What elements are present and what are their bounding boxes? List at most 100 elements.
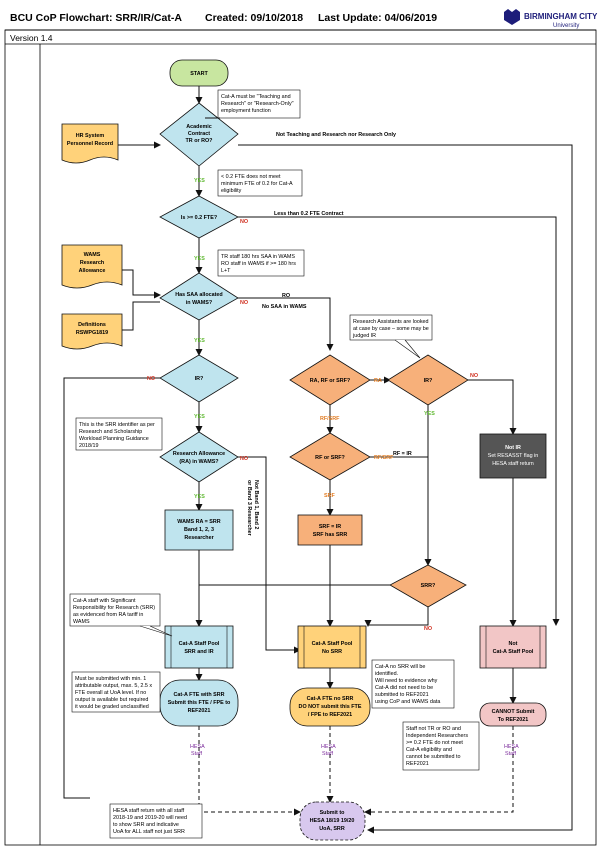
svg-text:2018-19 and 2019-20 will need: 2018-19 and 2019-20 will need xyxy=(113,815,187,821)
not-ir-box: Not IR Set RESASST flag in HESA staff re… xyxy=(479,433,547,479)
edge-label-yes-4: YES xyxy=(194,414,205,420)
definitions-document: Definitions RSWPG1819 xyxy=(61,313,123,350)
svg-text:Cat-A Staff Pool: Cat-A Staff Pool xyxy=(312,641,353,647)
svg-text:Cat-A FTE no SRR: Cat-A FTE no SRR xyxy=(307,696,354,702)
ir-decision-mid: IR? xyxy=(387,354,469,406)
svg-text:Cat-A no SRR will be: Cat-A no SRR will be xyxy=(375,664,425,670)
hesa-label-3a: HESA xyxy=(504,744,519,750)
ra-decision: Research Allowance (RA) in WAMS? xyxy=(159,431,239,483)
hr-system-document: HR System Personnel Record xyxy=(61,123,119,164)
version-label: Version 1.4 xyxy=(10,33,53,43)
cannot-submit: CANNOT Submit To REF2021 xyxy=(479,702,547,727)
wams-allowance-document: WAMS Research Allowance xyxy=(61,244,123,289)
svg-text:HESA 18/19 19/20: HESA 18/19 19/20 xyxy=(310,818,355,824)
logo-text: BIRMINGHAM CITY xyxy=(524,12,598,21)
svg-text:Submit this FTE / FPE to: Submit this FTE / FPE to xyxy=(168,700,231,706)
edge-label-rf: RF/SRF xyxy=(374,455,394,461)
svg-text:Not IR: Not IR xyxy=(505,445,521,451)
page-title: BCU CoP Flowchart: SRR/IR/Cat-A xyxy=(10,12,182,24)
updated-date: Last Update: 04/06/2019 xyxy=(318,12,437,24)
svg-text:Submit to: Submit to xyxy=(320,810,346,816)
svg-text:START: START xyxy=(190,71,208,77)
svg-text:< 0.2 FTE does not meet: < 0.2 FTE does not meet xyxy=(221,174,281,180)
university-logo: BIRMINGHAM CITY University xyxy=(504,9,598,29)
svg-text:Is >= 0.2 FTE?: Is >= 0.2 FTE? xyxy=(181,215,217,221)
svg-text:To REF2021: To REF2021 xyxy=(498,717,528,723)
svg-text:HESA staff return: HESA staff return xyxy=(492,461,534,467)
note-hesa-return: HESA staff return with all staff 2018-19… xyxy=(109,803,203,839)
edge-label-yes-3: YES xyxy=(194,338,205,344)
svg-text:/ FPE to REF2021: / FPE to REF2021 xyxy=(308,712,352,718)
svg-text:Workload Planning Guidance: Workload Planning Guidance xyxy=(79,436,149,442)
svg-text:UoA for ALL staff not just SRR: UoA for ALL staff not just SRR xyxy=(113,829,185,835)
created-date: Created: 09/10/2018 xyxy=(205,12,303,24)
svg-text:Research" or "Research-Only": Research" or "Research-Only" xyxy=(221,101,294,107)
hesa-label-3b: Staff xyxy=(505,751,516,757)
logo-crest-icon xyxy=(504,9,520,25)
edge-label-not-band: Not Band 1, Band 2 or Band 3 Researcher xyxy=(246,480,259,537)
note-ra-case: Research Assistants are looked at case b… xyxy=(349,314,433,359)
submit-hesa: Submit to HESA 18/19 19/20 UoA, SRR xyxy=(299,801,366,841)
svg-text:Set RESASST flag in: Set RESASST flag in xyxy=(488,453,539,459)
svg-text:employment function: employment function xyxy=(221,108,271,114)
svg-text:Independent Researchers: Independent Researchers xyxy=(406,733,468,739)
svg-text:Cat-A must be "Teaching and: Cat-A must be "Teaching and xyxy=(221,94,291,100)
edge-label-no-3: NO xyxy=(147,376,155,382)
svg-text:TR staff 180 hrs SAA in WAMS: TR staff 180 hrs SAA in WAMS xyxy=(221,254,295,260)
edge-label-no-saa: No SAA in WAMS xyxy=(262,304,307,310)
edge-label-not-tr-ro: Not Teaching and Research nor Research O… xyxy=(276,132,396,138)
svg-text:Band 1, 2, 3: Band 1, 2, 3 xyxy=(184,527,214,533)
svg-text:as evidenced from RA tariff in: as evidenced from RA tariff in xyxy=(73,612,143,618)
svg-text:output is available but requi: output is available but required xyxy=(75,697,148,703)
svg-text:RF or SRF?: RF or SRF? xyxy=(315,455,345,461)
svg-text:to show SRR and indicative: to show SRR and indicative xyxy=(113,822,179,828)
fte-decision: Is >= 0.2 FTE? xyxy=(159,195,239,239)
note-sig-resp: Cat-A staff with Significant Responsibil… xyxy=(69,593,173,637)
svg-text:IR?: IR? xyxy=(195,376,204,382)
svg-text:Cat-A eligibility and: Cat-A eligibility and xyxy=(406,747,452,753)
svg-text:submitted to REF2021: submitted to REF2021 xyxy=(375,692,429,698)
svg-text:eligibility: eligibility xyxy=(221,188,242,194)
svg-text:RO staff in WAMS if >= 180 hr: RO staff in WAMS if >= 180 hrs xyxy=(221,261,296,267)
edge-label-srf: SRF xyxy=(324,493,335,499)
note-min-output: Must be submitted with min. 1 attributab… xyxy=(71,671,161,713)
svg-text:WAMS RA = SRR: WAMS RA = SRR xyxy=(177,519,220,525)
svg-text:Researcher: Researcher xyxy=(184,535,214,541)
logo-subtext: University xyxy=(553,23,579,29)
notes: Cat-A must be "Teaching and Research" or… xyxy=(69,89,480,839)
svg-text:minimum FTE of 0.2 for Cat-A: minimum FTE of 0.2 for Cat-A xyxy=(221,181,293,187)
edge-label-rf-srf: RF/SRF xyxy=(320,416,340,422)
nodes: START HR System Personnel Record Academi… xyxy=(61,59,547,841)
svg-text:SRF has SRR: SRF has SRR xyxy=(313,532,348,538)
srf-ir-box: SRF = IR SRF has SRR xyxy=(297,514,363,546)
svg-text:REF2021: REF2021 xyxy=(406,761,429,767)
svg-text:cannot be submitted to: cannot be submitted to xyxy=(406,754,461,760)
svg-text:Allowance: Allowance xyxy=(79,268,106,274)
svg-text:attributable output, max. 5, 2: attributable output, max. 5, 2.5 x xyxy=(75,683,152,689)
edge-label-yes-5: YES xyxy=(194,494,205,500)
svg-text:Not Band 1, Band 2: Not Band 1, Band 2 xyxy=(253,480,259,529)
svg-text:SRR?: SRR? xyxy=(421,583,436,589)
hesa-label-1b: Staff xyxy=(191,751,202,757)
ir-decision-left: IR? xyxy=(159,354,239,403)
edge-label-yes-2: YES xyxy=(194,256,205,262)
edge-label-less-fte: Less than 0.2 FTE Contract xyxy=(274,211,344,217)
svg-text:judged IR: judged IR xyxy=(352,333,376,339)
svg-text:Cat-A did not need to be: Cat-A did not need to be xyxy=(375,685,433,691)
svg-text:Cat-A Staff Pool: Cat-A Staff Pool xyxy=(179,641,220,647)
edge-labels: Not Teaching and Research nor Research O… xyxy=(147,132,519,757)
submit-fte-srr: Cat-A FTE with SRR Submit this FTE / FPE… xyxy=(159,679,239,727)
svg-text:L+T: L+T xyxy=(221,268,231,274)
saa-decision: Has SAA allocated in WAMS? xyxy=(159,272,239,321)
svg-text:Contract: Contract xyxy=(188,131,210,137)
edge-label-yes-6: YES xyxy=(424,411,435,417)
edge-label-no-6: NO xyxy=(424,626,432,632)
rf-srf-decision: RF or SRF? xyxy=(289,432,371,481)
svg-text:This is the SRR identifier as: This is the SRR identifier as per xyxy=(79,422,155,428)
svg-text:IR?: IR? xyxy=(424,378,433,384)
edge-label-ra: RA xyxy=(374,378,382,384)
svg-text:Will need to evidence why: Will need to evidence why xyxy=(375,678,438,684)
note-tr-staff: TR staff 180 hrs SAA in WAMS RO staff in… xyxy=(217,249,305,277)
svg-text:using CoP and WAMS data: using CoP and WAMS data xyxy=(375,699,440,705)
